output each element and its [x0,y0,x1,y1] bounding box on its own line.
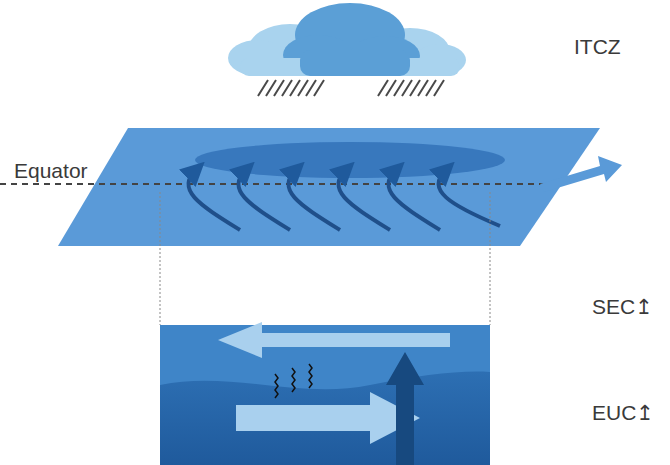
mixing-squiggles [275,364,312,398]
equator-line [0,183,545,185]
surface-plane [58,128,600,246]
current-label: SEC↥ [592,296,653,317]
rain-lines [258,80,444,96]
upwelling-arrow [386,352,424,465]
region-label: ITCZ [574,36,621,57]
rain-cloud [228,3,466,76]
guide-line [160,192,161,325]
sec-arrow [218,322,450,358]
thermocline-layer [160,372,490,465]
euc-arrow [236,392,420,444]
axis-label: Equator [14,160,88,181]
current-label: EUC↥ [592,402,654,423]
trade-wind-arrows [188,170,500,230]
guide-line [490,192,491,325]
itcz-shift-arrow [540,156,622,192]
